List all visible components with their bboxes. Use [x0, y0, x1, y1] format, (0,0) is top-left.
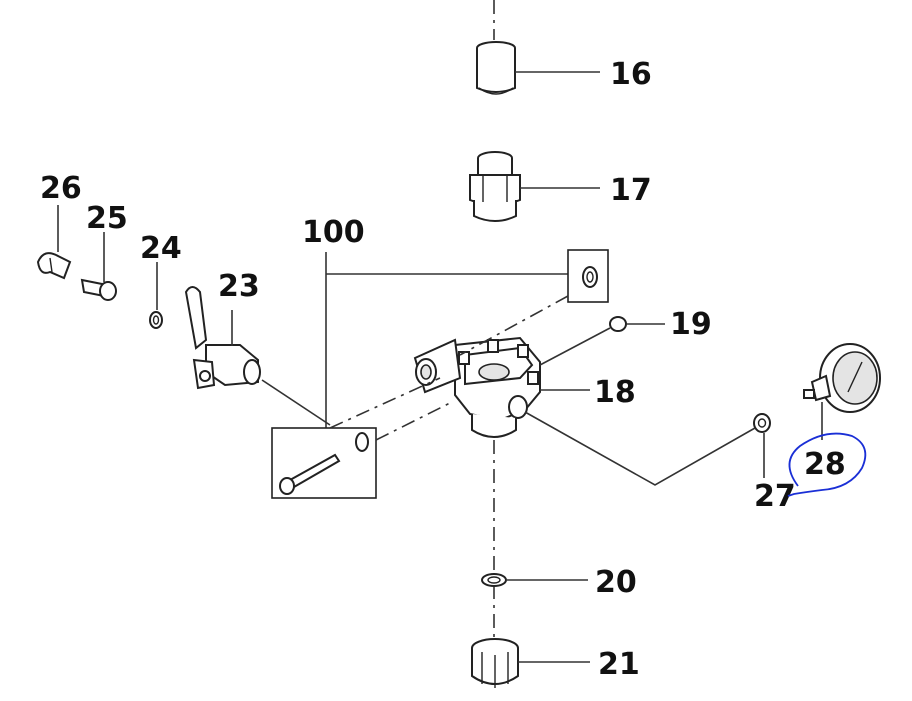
- part-27-plug[interactable]: [753, 413, 771, 433]
- part-19-plug[interactable]: [609, 316, 627, 332]
- part-24-washer[interactable]: [149, 311, 163, 329]
- label-23: 23: [218, 269, 260, 304]
- leader-27-assembly: [524, 411, 756, 486]
- label-17: 17: [610, 173, 652, 208]
- kit-box-bolt[interactable]: [271, 427, 377, 499]
- label-19: 19: [670, 307, 712, 342]
- leader-23-assembly: [261, 379, 331, 426]
- part-25-screw[interactable]: [80, 278, 117, 301]
- label-27: 27: [754, 479, 796, 514]
- kit-link-lower: [375, 401, 453, 441]
- label-21: 21: [598, 647, 640, 682]
- part-28-pressure-gauge[interactable]: [803, 343, 881, 413]
- part-23-lever-valve[interactable]: [184, 286, 261, 390]
- label-26: 26: [40, 171, 82, 206]
- label-28: 28: [804, 447, 846, 482]
- leader-19-assembly: [539, 327, 611, 366]
- label-100: 100: [302, 215, 365, 250]
- part-18-valve-body[interactable]: [413, 336, 541, 438]
- part-20-o-ring[interactable]: [481, 573, 507, 587]
- label-16: 16: [610, 57, 652, 92]
- part-17-fitting[interactable]: [469, 151, 521, 222]
- label-24: 24: [140, 231, 182, 266]
- kit-link-left: [329, 377, 441, 429]
- kit-box-o-ring[interactable]: [567, 249, 609, 303]
- annotation-circle: [787, 432, 867, 497]
- label-25: 25: [86, 201, 128, 236]
- part-21-nut[interactable]: [471, 638, 519, 688]
- label-20: 20: [595, 565, 637, 600]
- kit-link-top: [459, 295, 569, 356]
- part-16-sleeve[interactable]: [476, 41, 516, 95]
- part-26-clip[interactable]: [36, 252, 72, 280]
- label-18: 18: [594, 375, 636, 410]
